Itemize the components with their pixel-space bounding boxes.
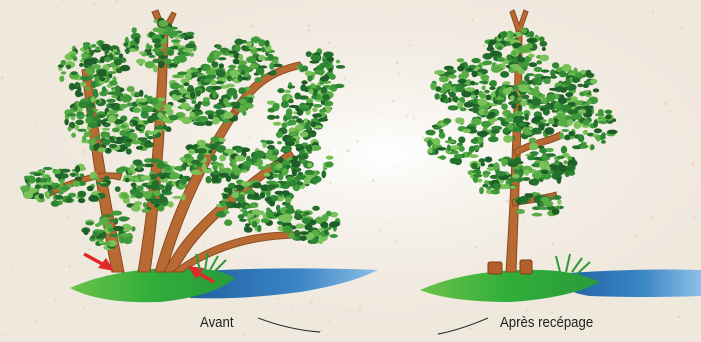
label-before: Avant [200, 314, 234, 331]
label-after: Après recépage [500, 314, 593, 331]
